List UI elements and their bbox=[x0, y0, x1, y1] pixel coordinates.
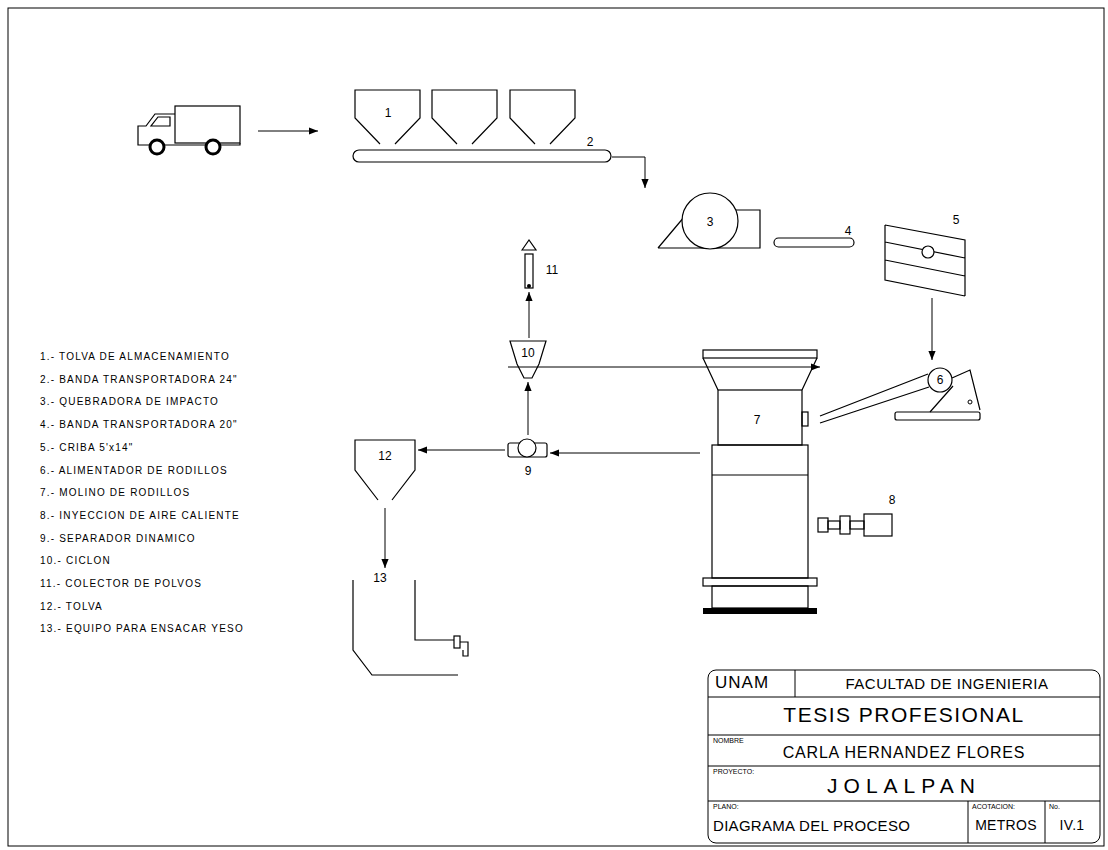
flow-arrow bbox=[612, 157, 645, 188]
equipment-outline bbox=[352, 438, 418, 508]
legend-item: 2.- BANDA TRANSPORTADORA 24" bbox=[40, 374, 238, 385]
callout-number: 10 bbox=[521, 347, 534, 359]
flow-arrow bbox=[508, 367, 820, 368]
callout-number: 3 bbox=[707, 216, 714, 228]
legend-item: 8.- INYECCION DE AIRE CALIENTE bbox=[40, 510, 240, 521]
callout-number: 13 bbox=[373, 572, 386, 584]
title-block-cell: PROYECTO: bbox=[713, 768, 754, 776]
equipment-outline bbox=[508, 338, 548, 382]
legend-item: 6.- ALIMENTADOR DE RODILLOS bbox=[40, 465, 228, 476]
equipment-node: 7 bbox=[700, 348, 820, 616]
legend-item: 7.- MOLINO DE RODILLOS bbox=[40, 487, 190, 498]
equipment-outline bbox=[352, 136, 612, 164]
title-block-cell: CARLA HERNANDEZ FLORES bbox=[783, 744, 1026, 762]
equipment-node: 1 bbox=[355, 88, 420, 145]
equipment-outline bbox=[640, 188, 762, 250]
title-block-cell: UNAM bbox=[715, 674, 769, 693]
title-block-cell: FACULTAD DE INGENIERIA bbox=[846, 676, 1049, 693]
legend-item: 1.- TOLVA DE ALMACENAMIENTO bbox=[40, 351, 230, 362]
flow-arrow bbox=[385, 508, 386, 568]
equipment-node: 3 bbox=[640, 188, 762, 250]
equipment-node: 12 bbox=[352, 438, 418, 508]
equipment-outline bbox=[820, 360, 980, 425]
delivery-arrow bbox=[258, 131, 318, 132]
callout-number: 4 bbox=[845, 225, 852, 237]
callout-number: 1 bbox=[385, 107, 392, 119]
legend-item: 13.- EQUIPO PARA ENSACAR YESO bbox=[40, 623, 244, 634]
equipment-node: 13 bbox=[350, 568, 482, 685]
callout-number: 7 bbox=[754, 414, 761, 426]
title-block-frame bbox=[708, 670, 1100, 843]
flow-arrow bbox=[932, 298, 933, 360]
flow-arrow bbox=[529, 292, 530, 338]
legend-item: 5.- CRIBA 5'x14" bbox=[40, 442, 134, 453]
legend-item: 3.- QUEBRADORA DE IMPACTO bbox=[40, 396, 219, 407]
equipment-outline bbox=[700, 348, 820, 616]
legend-item: 4.- BANDA TRANSPORTADORA 20" bbox=[40, 419, 238, 430]
callout-number: 5 bbox=[953, 214, 960, 226]
title-block-cell: JOLALPAN bbox=[827, 774, 981, 797]
title-block-cell: DIAGRAMA DEL PROCESO bbox=[713, 818, 910, 835]
title-block-cell: TESIS PROFESIONAL bbox=[783, 703, 1024, 726]
equipment-node: 5 bbox=[880, 212, 968, 298]
legend-item: 10.- CICLON bbox=[40, 555, 111, 566]
callout-number: 6 bbox=[937, 374, 944, 386]
flow-arrow bbox=[528, 382, 529, 435]
equipment-outline bbox=[818, 492, 900, 545]
equipment-node: 6 bbox=[820, 360, 980, 425]
callout-number: 2 bbox=[587, 136, 594, 148]
flow-arrow bbox=[550, 453, 700, 454]
callout-number: 9 bbox=[525, 465, 532, 477]
equipment-node: 8 bbox=[818, 492, 900, 545]
callout-number: 11 bbox=[546, 264, 558, 276]
title-block-cell: ACOTACION: bbox=[972, 803, 1015, 811]
callout-number: 12 bbox=[378, 450, 391, 462]
equipment-node: 10 bbox=[508, 338, 548, 382]
equipment-node: 4 bbox=[772, 226, 858, 248]
title-block-cell: No. bbox=[1049, 803, 1060, 811]
storage-hopper bbox=[432, 90, 575, 144]
equipment-node: 9 bbox=[505, 435, 550, 478]
sheet-frame bbox=[8, 8, 1104, 846]
equipment-node: 11 bbox=[518, 238, 562, 292]
title-block-cell: PLANO: bbox=[713, 803, 739, 811]
legend-item: 11.- COLECTOR DE POLVOS bbox=[40, 578, 202, 589]
legend-item: 9.- SEPARADOR DINAMICO bbox=[40, 533, 196, 544]
title-block-cell: IV.1 bbox=[1060, 818, 1085, 833]
truck-illustration bbox=[138, 106, 240, 154]
equipment-outline bbox=[350, 568, 482, 685]
legend-item: 12.- TOLVA bbox=[40, 601, 103, 612]
title-block-cell: METROS bbox=[975, 818, 1037, 833]
equipment-node: 2 bbox=[352, 136, 612, 164]
flow-arrow bbox=[418, 450, 505, 451]
title-block-cell: NOMBRE bbox=[713, 737, 744, 745]
callout-number: 8 bbox=[889, 494, 896, 506]
